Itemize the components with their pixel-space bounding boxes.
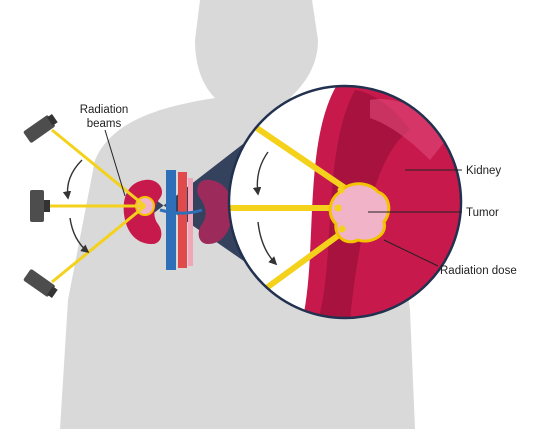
label-radiation-dose: Radiation dose (440, 265, 517, 277)
spine-segment (188, 178, 193, 266)
artery (178, 172, 187, 268)
label-tumor: Tumor (466, 207, 499, 219)
vein (166, 170, 176, 270)
radiation-machine-icon (23, 269, 59, 300)
blood-vessels (166, 170, 193, 270)
radiation-machine-icon (30, 190, 50, 222)
curved-arrow-icon (68, 160, 82, 198)
label-kidney: Kidney (466, 165, 501, 177)
label-radiation: Radiation (80, 104, 129, 116)
radiation-machine-icon (23, 112, 59, 143)
dose-point (335, 205, 342, 212)
dose-point (338, 187, 345, 194)
label-beams: beams (87, 118, 122, 130)
dose-point (339, 226, 346, 233)
